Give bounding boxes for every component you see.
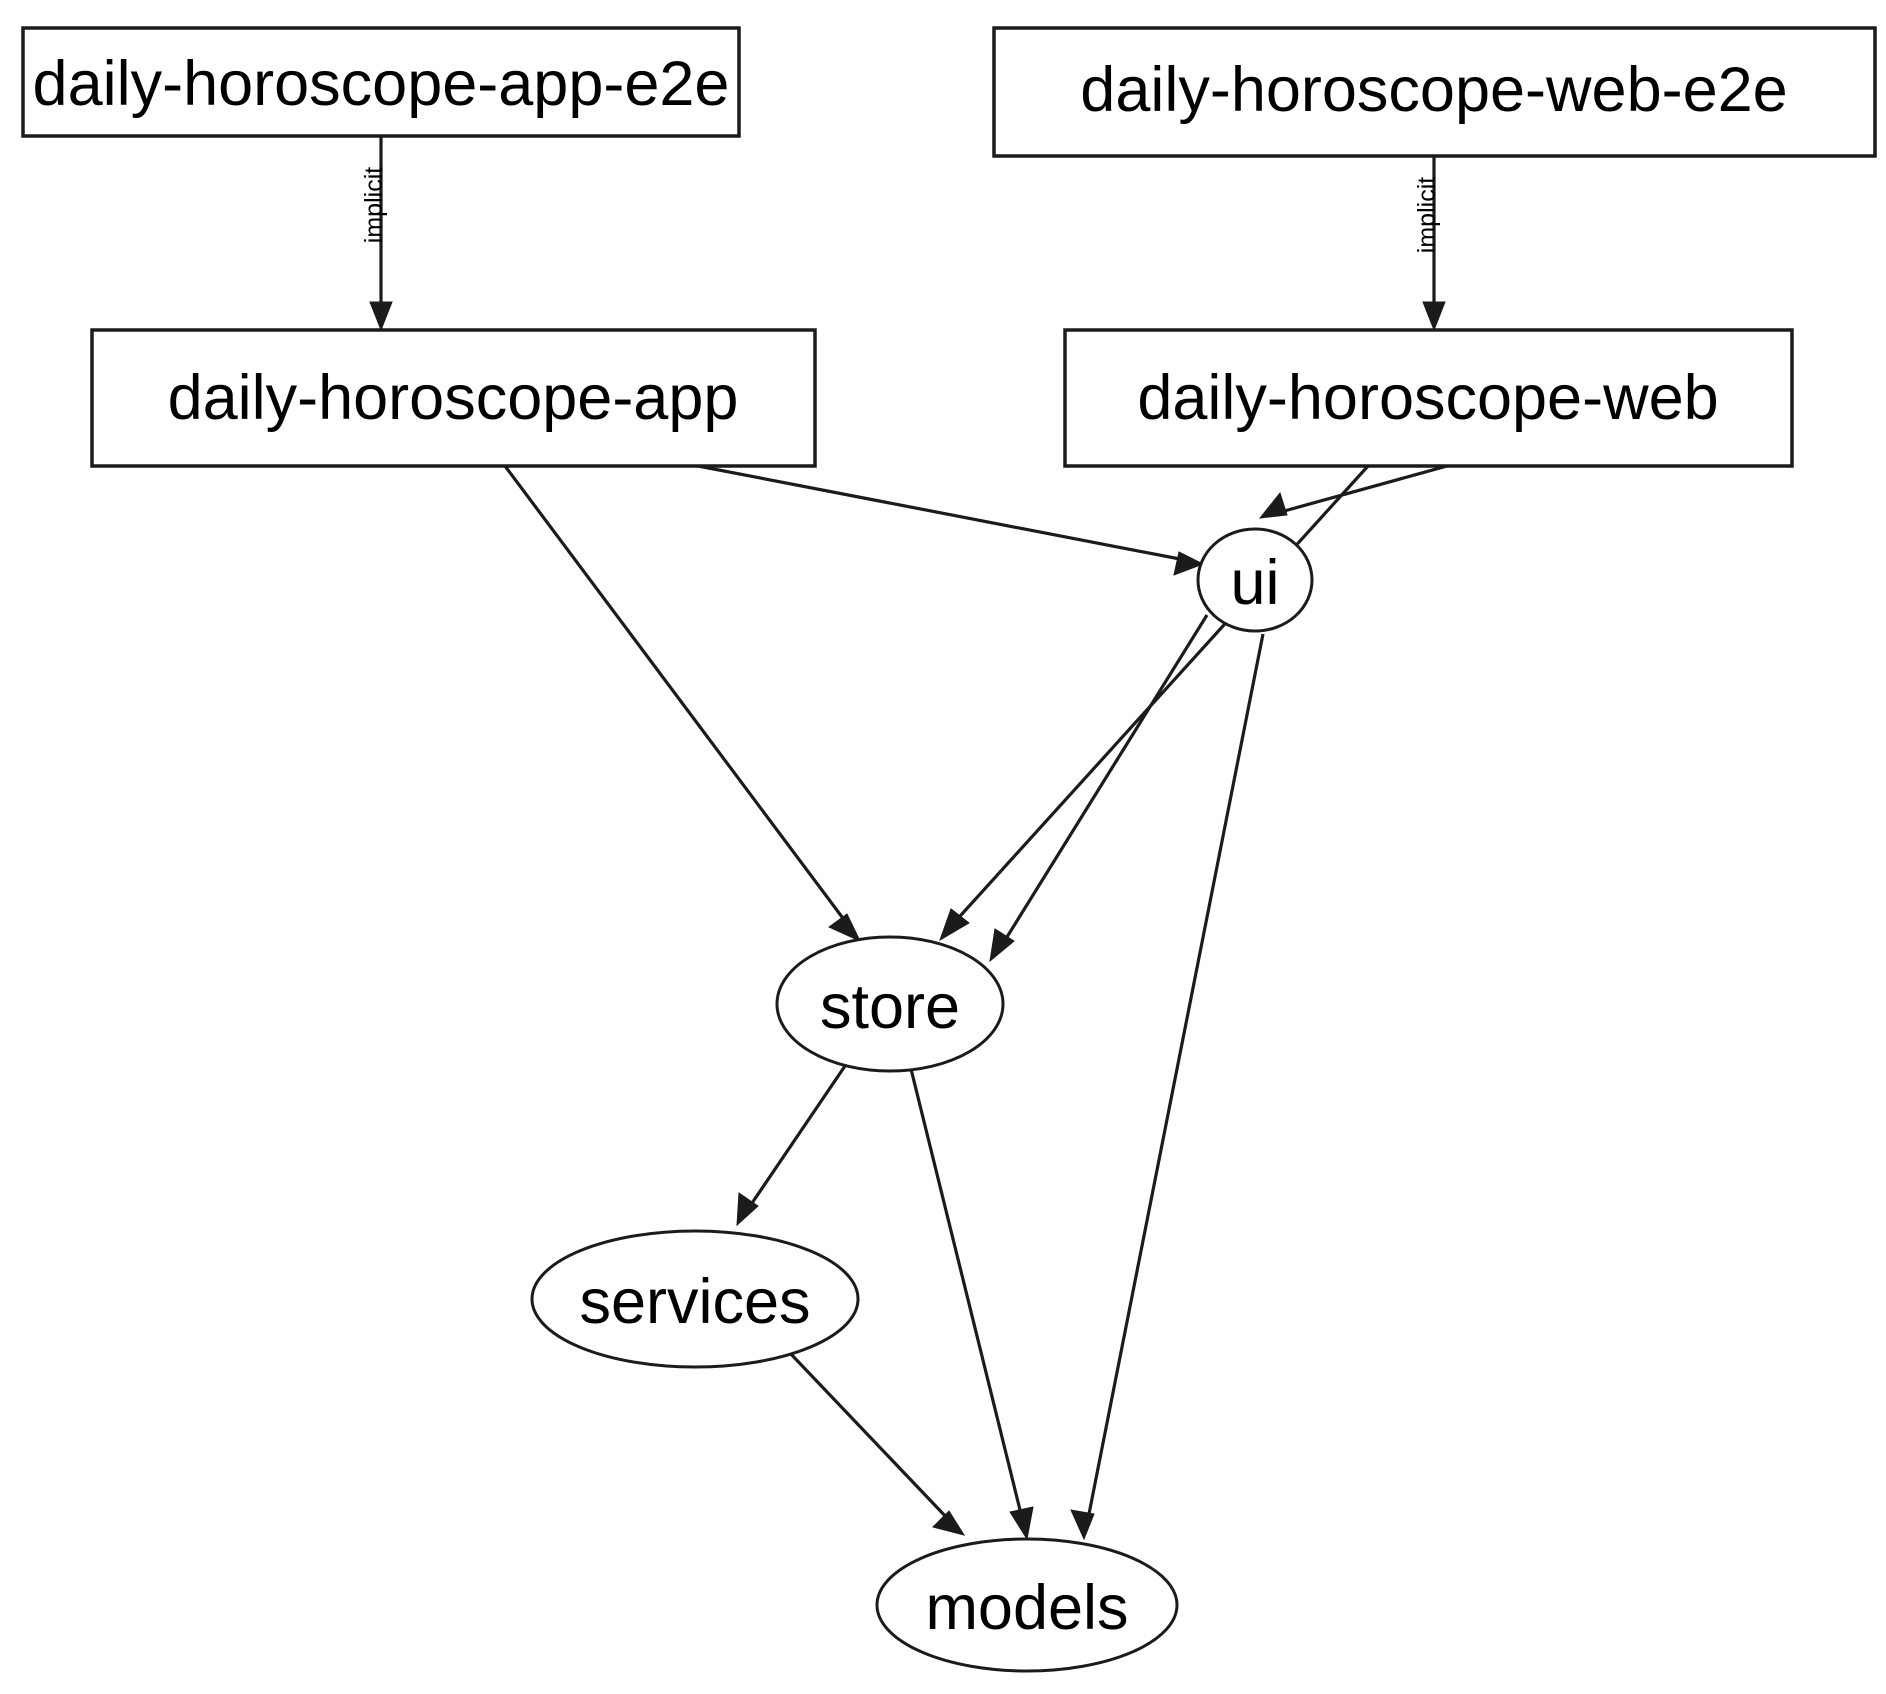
edge-web-e2e-to-web (1422, 156, 1446, 332)
node-label-services: services (579, 1267, 810, 1337)
edge-web-to-ui (1258, 464, 1448, 519)
edge-ui-to-models (1070, 633, 1265, 1541)
node-daily-horoscope-web[interactable]: daily-horoscope-web (1063, 328, 1794, 468)
node-store[interactable]: store (775, 935, 1005, 1073)
node-daily-horoscope-web-e2e[interactable]: daily-horoscope-web-e2e (992, 26, 1877, 158)
node-label-store: store (820, 972, 960, 1042)
node-services[interactable]: services (530, 1229, 860, 1369)
edge-app-e2e-to-app (369, 136, 393, 332)
node-daily-horoscope-app[interactable]: daily-horoscope-app (90, 328, 817, 468)
edge-app-to-store (503, 465, 862, 943)
node-ui[interactable]: ui (1196, 527, 1314, 633)
edge-store-to-models (909, 1068, 1034, 1541)
edge-web-to-store (939, 464, 1370, 942)
node-label-ui: ui (1230, 548, 1279, 618)
edge-label-implicit-app: implicit (360, 167, 388, 243)
edge-ui-to-store (989, 614, 1209, 963)
node-label-daily-horoscope-app: daily-horoscope-app (168, 363, 739, 433)
edge-app-to-ui (697, 464, 1205, 576)
node-label-daily-horoscope-web-e2e: daily-horoscope-web-e2e (1080, 55, 1787, 125)
node-label-daily-horoscope-web: daily-horoscope-web (1137, 363, 1718, 433)
edge-services-to-models (787, 1350, 966, 1536)
node-label-models: models (925, 1573, 1128, 1643)
node-daily-horoscope-app-e2e[interactable]: daily-horoscope-app-e2e (21, 26, 741, 138)
node-models[interactable]: models (875, 1537, 1179, 1673)
node-label-daily-horoscope-app-e2e: daily-horoscope-app-e2e (33, 49, 730, 119)
edge-store-to-services (736, 1062, 849, 1227)
edge-label-implicit-web: implicit (1413, 177, 1441, 253)
